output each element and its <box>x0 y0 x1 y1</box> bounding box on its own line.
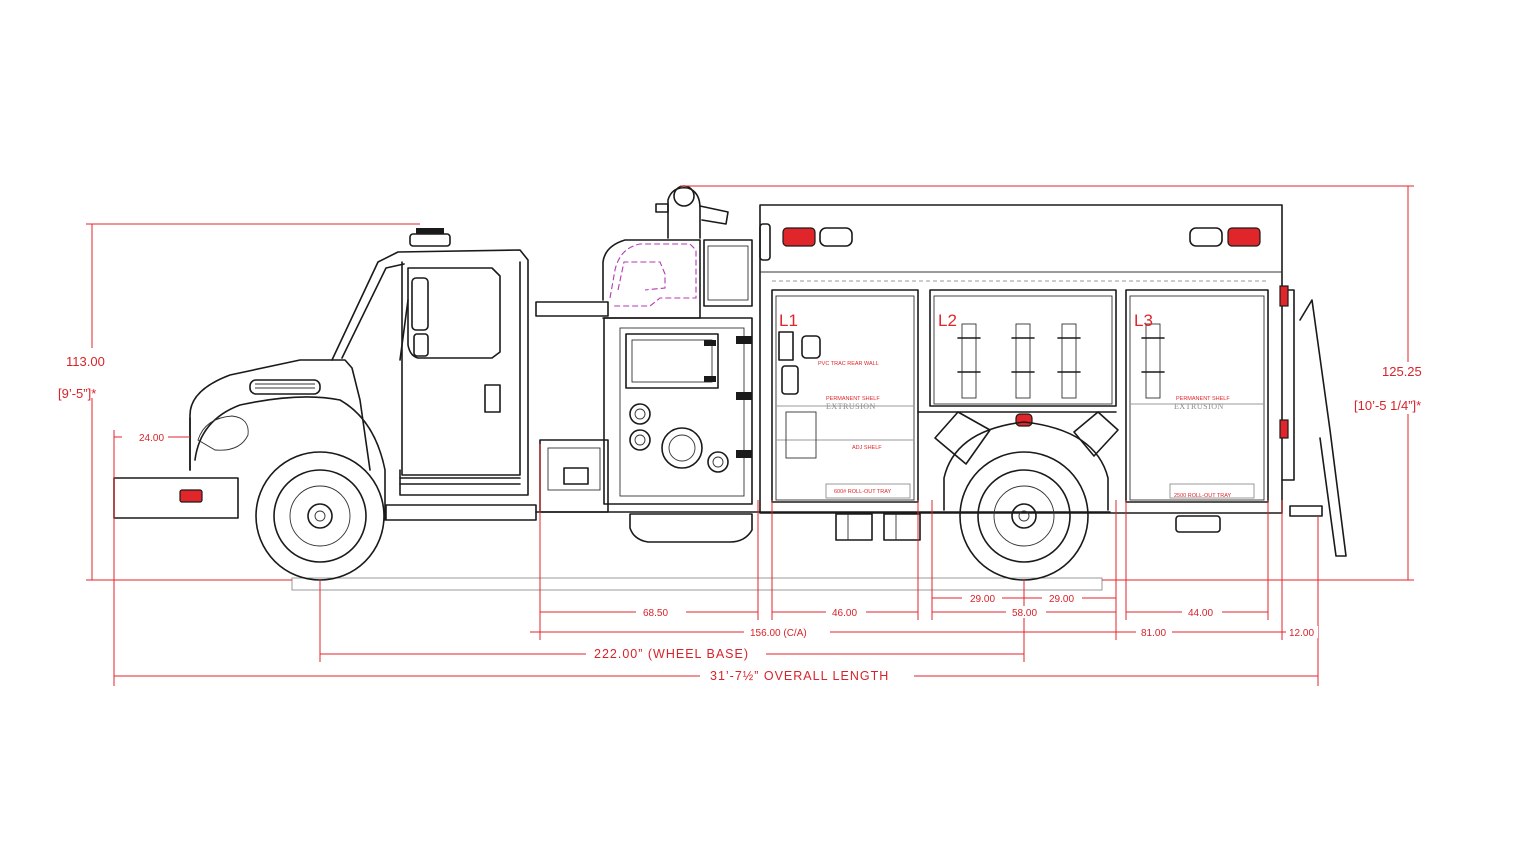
compartment-label-l1: L1 <box>779 311 798 330</box>
note-l3-shelf: PERMANENT SHELF <box>1176 396 1230 402</box>
note-l1-shelf: PERMANENT SHELF <box>826 396 880 402</box>
pump-section-value: 68.50 <box>643 608 668 619</box>
note-l3-extrusion: EXTRUSION <box>1174 402 1224 411</box>
compartment-notes: PVC TRAC REAR WALL PERMANENT SHELF EXTRU… <box>818 361 1231 499</box>
compartment-l2-value: 58.00 <box>1012 608 1037 619</box>
height-left-feet: [9’-5”]* <box>58 386 96 401</box>
height-right-value: 125.25 <box>1382 364 1422 379</box>
pump-house <box>602 185 753 543</box>
compartment-labels: L1 L2 L3 <box>779 311 1153 330</box>
ground-line <box>291 577 1103 591</box>
height-right-feet: [10’-5 1/4”]* <box>1354 398 1421 413</box>
axle-rear-half-value: 29.00 <box>1049 594 1074 605</box>
axle-front-half-value: 29.00 <box>970 594 995 605</box>
note-l1-wall: PVC TRAC REAR WALL <box>818 361 879 367</box>
note-l3-tray: 2500 ROLL-OUT TRAY <box>1174 493 1231 499</box>
cab-to-axle-value: 156.00 (C/A) <box>750 628 807 639</box>
front-overhang-value: 24.00 <box>139 433 164 444</box>
height-left-value: 113.00 <box>66 354 105 369</box>
rear-section-value: 81.00 <box>1141 628 1166 639</box>
compartment-l3-value: 44.00 <box>1188 608 1213 619</box>
compartment-label-l2: L2 <box>938 311 957 330</box>
rear-overhang-value: 12.00 <box>1289 628 1314 639</box>
apparatus-body <box>759 204 1347 557</box>
compartment-l1-value: 46.00 <box>832 608 857 619</box>
compartment-label-l3: L3 <box>1134 311 1153 330</box>
front-wheel <box>255 451 385 581</box>
truck-cab <box>113 228 1111 521</box>
overall-length-value: 31’-7½” OVERALL LENGTH <box>710 669 889 683</box>
l2-tool-mounts <box>957 323 1081 399</box>
dimension-labels: 113.00 [9’-5”]* 24.00 125.25 [10’-5 1/4”… <box>58 348 1460 684</box>
note-l1-extrusion: EXTRUSION <box>826 402 876 411</box>
rear-wheel <box>959 451 1089 581</box>
note-l1-adj: ADJ SHELF <box>852 445 882 451</box>
wheel-base-value: 222.00” (WHEEL BASE) <box>594 647 749 661</box>
note-l1-tray: 600# ROLL-OUT TRAY <box>834 489 891 495</box>
